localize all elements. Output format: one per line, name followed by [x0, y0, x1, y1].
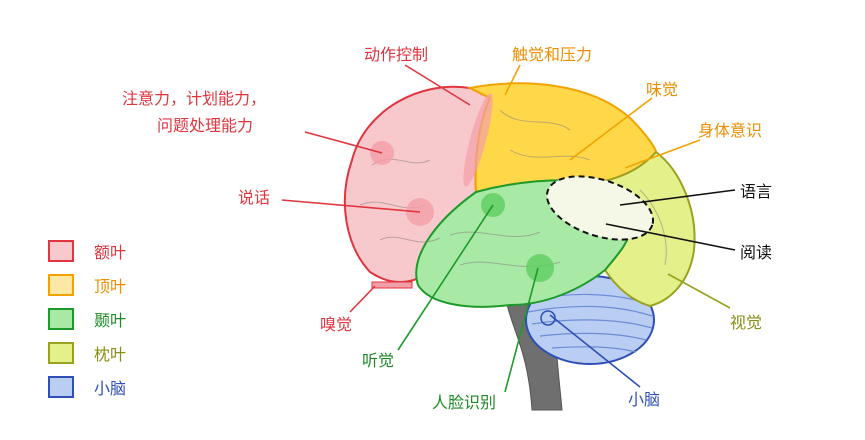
label-taste: 味觉 — [646, 80, 678, 99]
hearing-leader — [397, 204, 494, 351]
label-motor-control: 动作控制 — [364, 45, 428, 64]
label-body-awareness: 身体意识 — [698, 121, 762, 140]
label-speech: 说话 — [238, 188, 270, 207]
touch-leader — [504, 64, 521, 96]
legend-item-frontal: 额叶 — [48, 240, 126, 262]
legend-swatch-frontal — [48, 240, 74, 262]
legend-swatch-temporal — [48, 308, 74, 330]
language-leader — [619, 189, 736, 206]
label-reading: 阅读 — [740, 243, 772, 262]
label-smell: 嗅觉 — [320, 315, 352, 334]
label-attention-line1: 注意力，计划能力， — [122, 89, 266, 108]
face-leader — [504, 267, 539, 393]
motor-control-leader — [404, 64, 471, 106]
label-vision: 视觉 — [730, 313, 762, 332]
legend-label-temporal: 颞叶 — [94, 311, 127, 330]
motor-strip — [463, 93, 493, 187]
label-touch-pressure: 触觉和压力 — [512, 45, 592, 64]
taste-leader — [569, 97, 653, 161]
label-cerebellum: 小脑 — [628, 390, 660, 409]
leader-lines — [281, 64, 736, 393]
reading-leader — [605, 223, 736, 251]
legend-item-cerebellum: 小脑 — [48, 376, 126, 398]
legend-swatch-parietal — [48, 274, 74, 296]
legend-item-occipital: 枕叶 — [48, 342, 126, 364]
body-awareness-leader — [624, 139, 701, 169]
legend-label-parietal: 顶叶 — [94, 277, 127, 296]
label-face-recognition: 人脸识别 — [432, 393, 496, 412]
speech-leader — [281, 199, 421, 213]
label-language: 语言 — [740, 182, 772, 201]
legend: 额叶 顶叶 颞叶 枕叶 小脑 — [48, 240, 126, 410]
cerebellum-leader-dot — [540, 310, 556, 326]
legend-item-parietal: 顶叶 — [48, 274, 126, 296]
olfactory-bulb — [371, 281, 413, 289]
cerebellum-leader — [549, 314, 641, 388]
language-region — [545, 175, 655, 241]
face-area-spot — [526, 254, 554, 282]
label-attention-line2: 问题处理能力 — [157, 116, 253, 135]
brain-gyri — [359, 109, 667, 268]
legend-item-temporal: 颞叶 — [48, 308, 126, 330]
vision-leader — [667, 273, 731, 309]
legend-label-cerebellum: 小脑 — [94, 379, 127, 398]
label-hearing: 听觉 — [362, 351, 394, 370]
legend-label-occipital: 枕叶 — [94, 345, 127, 364]
smell-leader — [349, 285, 376, 313]
attention-leader — [304, 131, 383, 154]
legend-swatch-cerebellum — [48, 376, 74, 398]
legend-swatch-occipital — [48, 342, 74, 364]
legend-label-frontal: 额叶 — [94, 243, 127, 262]
